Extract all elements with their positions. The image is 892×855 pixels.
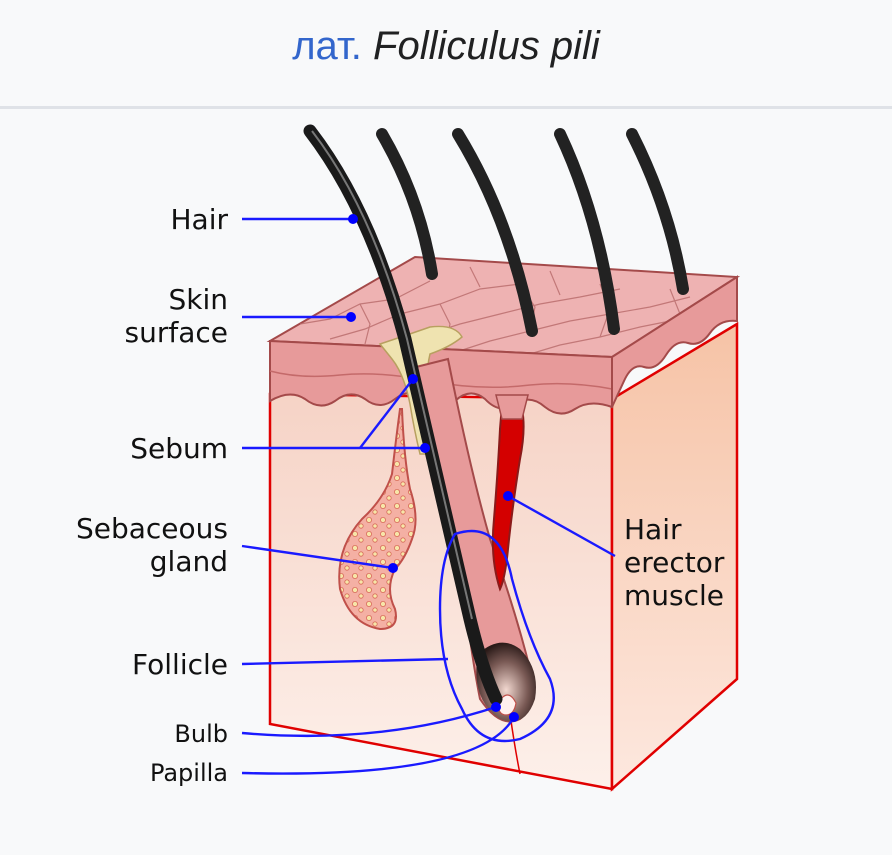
main-hair-shaft <box>303 124 503 706</box>
label-skin-surface-line2: surface <box>125 316 228 349</box>
label-skin-surface-line1: Skin <box>168 283 228 316</box>
divider <box>0 106 892 109</box>
label-sebum: Sebum <box>130 432 228 465</box>
follicle-outline <box>438 529 555 743</box>
label-hair: Hair <box>170 203 228 236</box>
label-hair-erector-muscle-line3: muscle <box>624 579 724 612</box>
label-follicle: Follicle <box>132 648 228 681</box>
label-hair-erector-muscle-line2: erector <box>624 546 725 579</box>
label-papilla: Papilla <box>150 759 228 787</box>
leader-lines <box>241 214 616 775</box>
sebaceous-gland <box>338 408 417 631</box>
hair-follicle-diagram: Hair Skin surface Sebum Sebaceous gland … <box>0 109 892 850</box>
latin-abbreviation-link[interactable]: лат. <box>292 24 362 68</box>
latin-name: Folliculus pili <box>373 24 600 68</box>
label-sebaceous-gland-line1: Sebaceous <box>76 512 228 545</box>
header: лат. Folliculus pili <box>0 0 892 106</box>
page-title: лат. Folliculus pili <box>0 24 892 69</box>
label-bulb: Bulb <box>174 720 228 748</box>
label-hair-erector-muscle-line1: Hair <box>624 513 682 546</box>
label-sebaceous-gland-line2: gland <box>150 545 228 578</box>
background-hairs <box>376 128 689 337</box>
